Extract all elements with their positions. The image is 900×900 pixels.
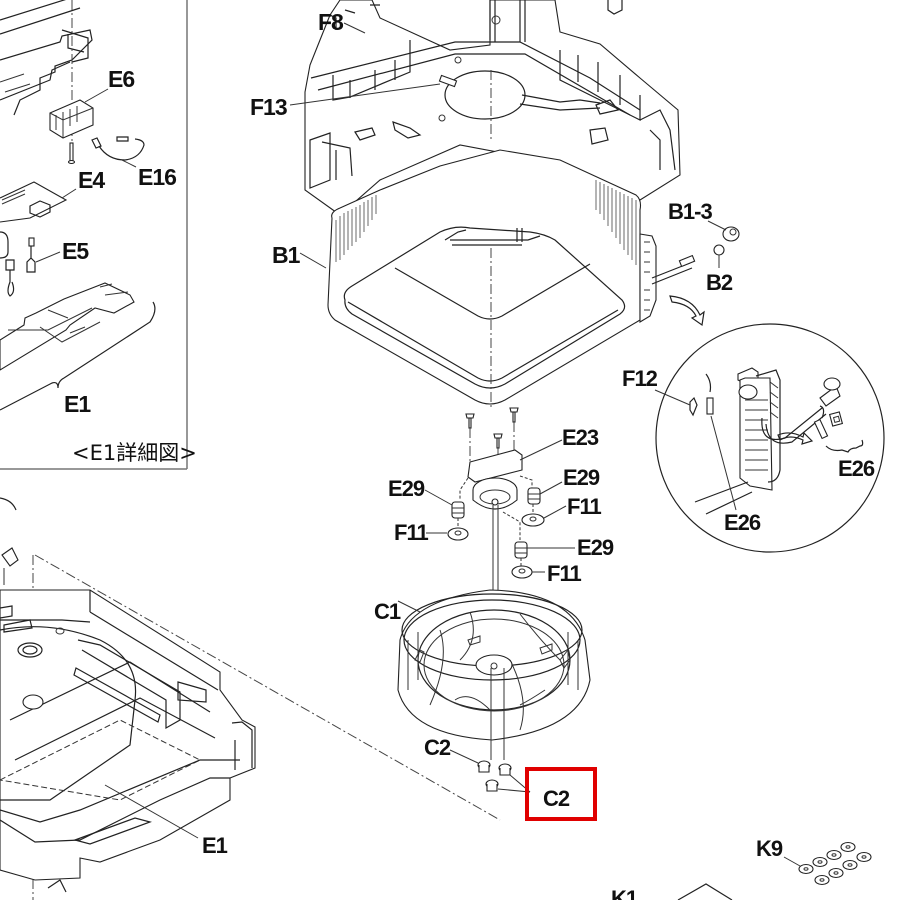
label-f11-lower: F11 — [547, 561, 581, 586]
wire-e16 — [91, 136, 145, 161]
label-e29-right: E29 — [563, 465, 600, 490]
e26-detail-circle — [655, 323, 885, 553]
heat-exchanger-b1 — [327, 149, 696, 410]
washer-f11-right — [521, 504, 545, 527]
screw-e6 — [67, 142, 76, 165]
label-b1: B1 — [272, 242, 301, 268]
terminal-block-e6 — [49, 99, 94, 139]
label-e26-bottom: E26 — [724, 510, 761, 535]
leader-c1 — [397, 600, 421, 613]
leader-e1-main — [104, 784, 199, 839]
pipe-stub — [694, 481, 753, 515]
label-k9: K9 — [756, 836, 783, 861]
screw — [465, 413, 475, 429]
detail-arrow — [777, 431, 814, 445]
label-f11-left: F11 — [394, 520, 428, 545]
leader-f11-right — [543, 505, 567, 519]
detail-caption: <E1詳細図> — [72, 441, 197, 465]
label-e1-main: E1 — [202, 833, 228, 858]
label-e29-lower: E29 — [577, 535, 614, 560]
control-box-rail — [0, 0, 93, 116]
leader-f8 — [343, 22, 366, 34]
label-f12: F12 — [622, 366, 658, 391]
leader-k9 — [783, 856, 801, 867]
screw — [509, 407, 519, 423]
fitting-b2 — [713, 244, 725, 256]
e1-detail-panel: E6 E16 E4 E5 — [0, 0, 197, 470]
label-e4: E4 — [78, 167, 105, 193]
screw — [493, 433, 503, 449]
fins-right — [595, 180, 637, 265]
label-e23: E23 — [562, 425, 599, 450]
nut-c2-1 — [477, 760, 491, 773]
leader-e26-bottom — [710, 415, 737, 511]
flare-nut-b1-3 — [722, 226, 740, 242]
cushion-e29-right — [519, 475, 541, 505]
control-plate-e1-detail — [0, 282, 135, 371]
label-c2-highlighted: C2 — [543, 786, 570, 811]
curved-arrow — [669, 295, 705, 327]
label-f8: F8 — [318, 9, 344, 35]
label-e26-right: E26 — [838, 456, 875, 481]
fins-left — [335, 195, 377, 262]
leader-e29-left — [424, 489, 453, 506]
washer-f11-left — [447, 518, 469, 541]
label-c1: C1 — [374, 599, 401, 624]
label-b2: B2 — [706, 270, 733, 295]
label-e16: E16 — [138, 164, 176, 190]
leader-e5 — [35, 251, 61, 263]
washer-f11-lower — [511, 558, 533, 579]
leader-b1-3 — [707, 220, 727, 231]
holder-f12 — [689, 396, 698, 417]
label-b1-3: B1-3 — [668, 199, 712, 224]
leader-c2-to-nut3 — [497, 788, 531, 793]
pcb-e4 — [0, 181, 68, 223]
panel-k1 — [677, 883, 733, 900]
capacitor — [0, 231, 9, 259]
leader-f13 — [289, 83, 441, 106]
leader-e4 — [61, 188, 77, 199]
label-e29-left: E29 — [388, 476, 425, 501]
pipe-assembly — [737, 367, 841, 491]
label-e5: E5 — [62, 238, 89, 264]
washers-k9 — [798, 841, 872, 886]
turbo-fan-c1 — [397, 589, 591, 760]
label-e6: E6 — [108, 66, 134, 92]
label-e1-detail: E1 — [64, 391, 91, 417]
leader-b1 — [299, 252, 327, 269]
cushion-e29-left — [451, 477, 469, 519]
sensor-e5 — [5, 237, 36, 297]
nut-c2-3 — [485, 779, 499, 792]
leader-c2-upper — [449, 749, 479, 764]
leader-e29-right — [539, 481, 563, 495]
sensor-e26 — [705, 373, 714, 415]
sensor-parts-e26 — [813, 405, 844, 440]
top-casing-f8 — [304, 0, 681, 216]
label-k1: K1 — [611, 886, 638, 900]
label-f11-right: F11 — [567, 494, 601, 519]
leader-f12 — [654, 389, 691, 406]
highlight-box-c2 — [525, 767, 597, 821]
brace-e26 — [825, 439, 864, 453]
label-f13: F13 — [250, 94, 287, 120]
label-c2-upper: C2 — [424, 735, 451, 760]
fan-motor-e23 — [467, 449, 523, 590]
nut-c2-2 — [498, 763, 512, 776]
leader-e16 — [121, 159, 137, 168]
leader-e6 — [84, 88, 109, 103]
leader-e23 — [519, 439, 563, 461]
brace-e1-detail — [0, 301, 156, 411]
chassis-e1 — [0, 497, 501, 900]
